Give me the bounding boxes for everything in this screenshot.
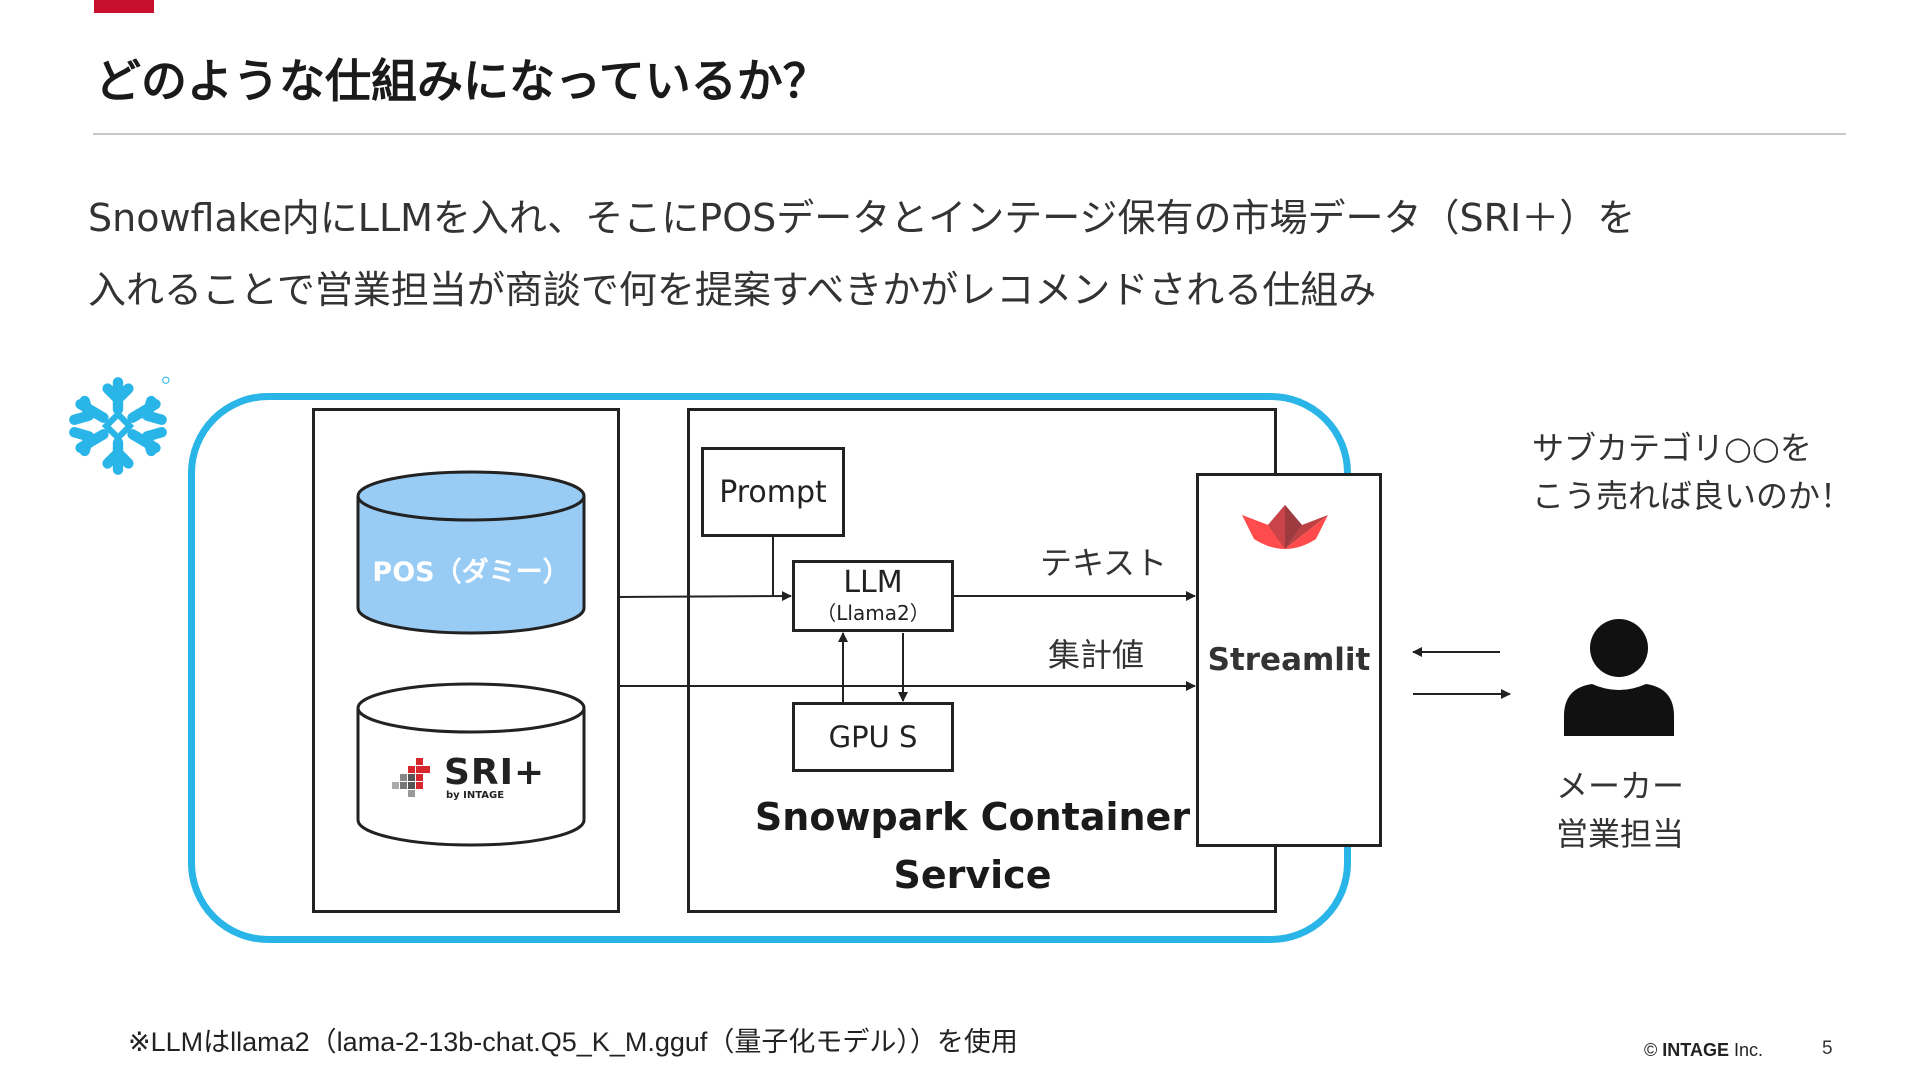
- slide-description: Snowflake内にLLMを入れ、そこにPOSデータとインテージ保有の市場デー…: [88, 182, 1848, 326]
- sri-database-cylinder: [356, 682, 586, 847]
- spcs-label-line-2: Service: [893, 853, 1052, 897]
- arrow-pos-to-llm: [619, 591, 792, 602]
- accent-bar: [94, 0, 154, 13]
- copyright: © INTAGE Inc.: [1644, 1040, 1763, 1061]
- copyright-brand: INTAGE: [1662, 1040, 1729, 1060]
- description-line-2: 入れることで営業担当が商談で何を提案すべきかがレコメンドされる仕組み: [88, 268, 1377, 312]
- spcs-label: Snowpark Container Service: [700, 788, 1245, 904]
- streamlit-label: Streamlit: [1207, 642, 1371, 678]
- llm-label: LLM: [843, 565, 903, 600]
- user-role-line-1: メーカー: [1555, 767, 1684, 805]
- llm-box: LLM （Llama2）: [792, 560, 954, 632]
- streamlit-logo: [1242, 505, 1328, 549]
- user-speech: サブカテゴリ○○を こう売れば良いのか！: [1532, 424, 1852, 520]
- llm-model-label: （Llama2）: [816, 601, 930, 625]
- sri-plus-logo-subtext: by INTAGE: [446, 790, 505, 801]
- copyright-symbol: ©: [1644, 1040, 1658, 1060]
- gpu-label: GPU S: [828, 720, 918, 754]
- person-icon: [1564, 619, 1674, 736]
- pos-database-label: POS（ダミー）: [372, 557, 570, 588]
- description-line-1: Snowflake内にLLMを入れ、そこにPOSデータとインテージ保有の市場デー…: [88, 196, 1636, 240]
- edge-label-text: テキスト: [1040, 544, 1168, 582]
- user-speech-line-2: こう売れば良いのか！: [1532, 477, 1853, 515]
- sri-plus-logo-text: SRI+: [444, 752, 546, 793]
- spcs-label-line-1: Snowpark Container: [754, 795, 1191, 839]
- edge-label-aggregate: 集計値: [1048, 636, 1145, 674]
- snowflake-icon: [69, 376, 170, 475]
- prompt-label: Prompt: [719, 474, 827, 510]
- gpu-box: GPU S: [792, 702, 954, 772]
- slide-title: どのような仕組みになっているか？: [95, 54, 829, 108]
- copyright-suffix: Inc.: [1733, 1040, 1763, 1060]
- prompt-box: Prompt: [701, 447, 845, 537]
- page-number: 5: [1822, 1038, 1833, 1059]
- sri-plus-logo-mark: [392, 758, 430, 797]
- user-role-line-2: 営業担当: [1555, 815, 1684, 853]
- user-role: メーカー 営業担当: [1530, 762, 1710, 858]
- pos-database-cylinder: [356, 470, 586, 635]
- user-speech-line-1: サブカテゴリ○○を: [1532, 429, 1812, 467]
- title-divider: [93, 133, 1846, 135]
- footnote: ※LLMはllama2（lama-2-13b-chat.Q5_K_M.gguf（…: [128, 1027, 1018, 1057]
